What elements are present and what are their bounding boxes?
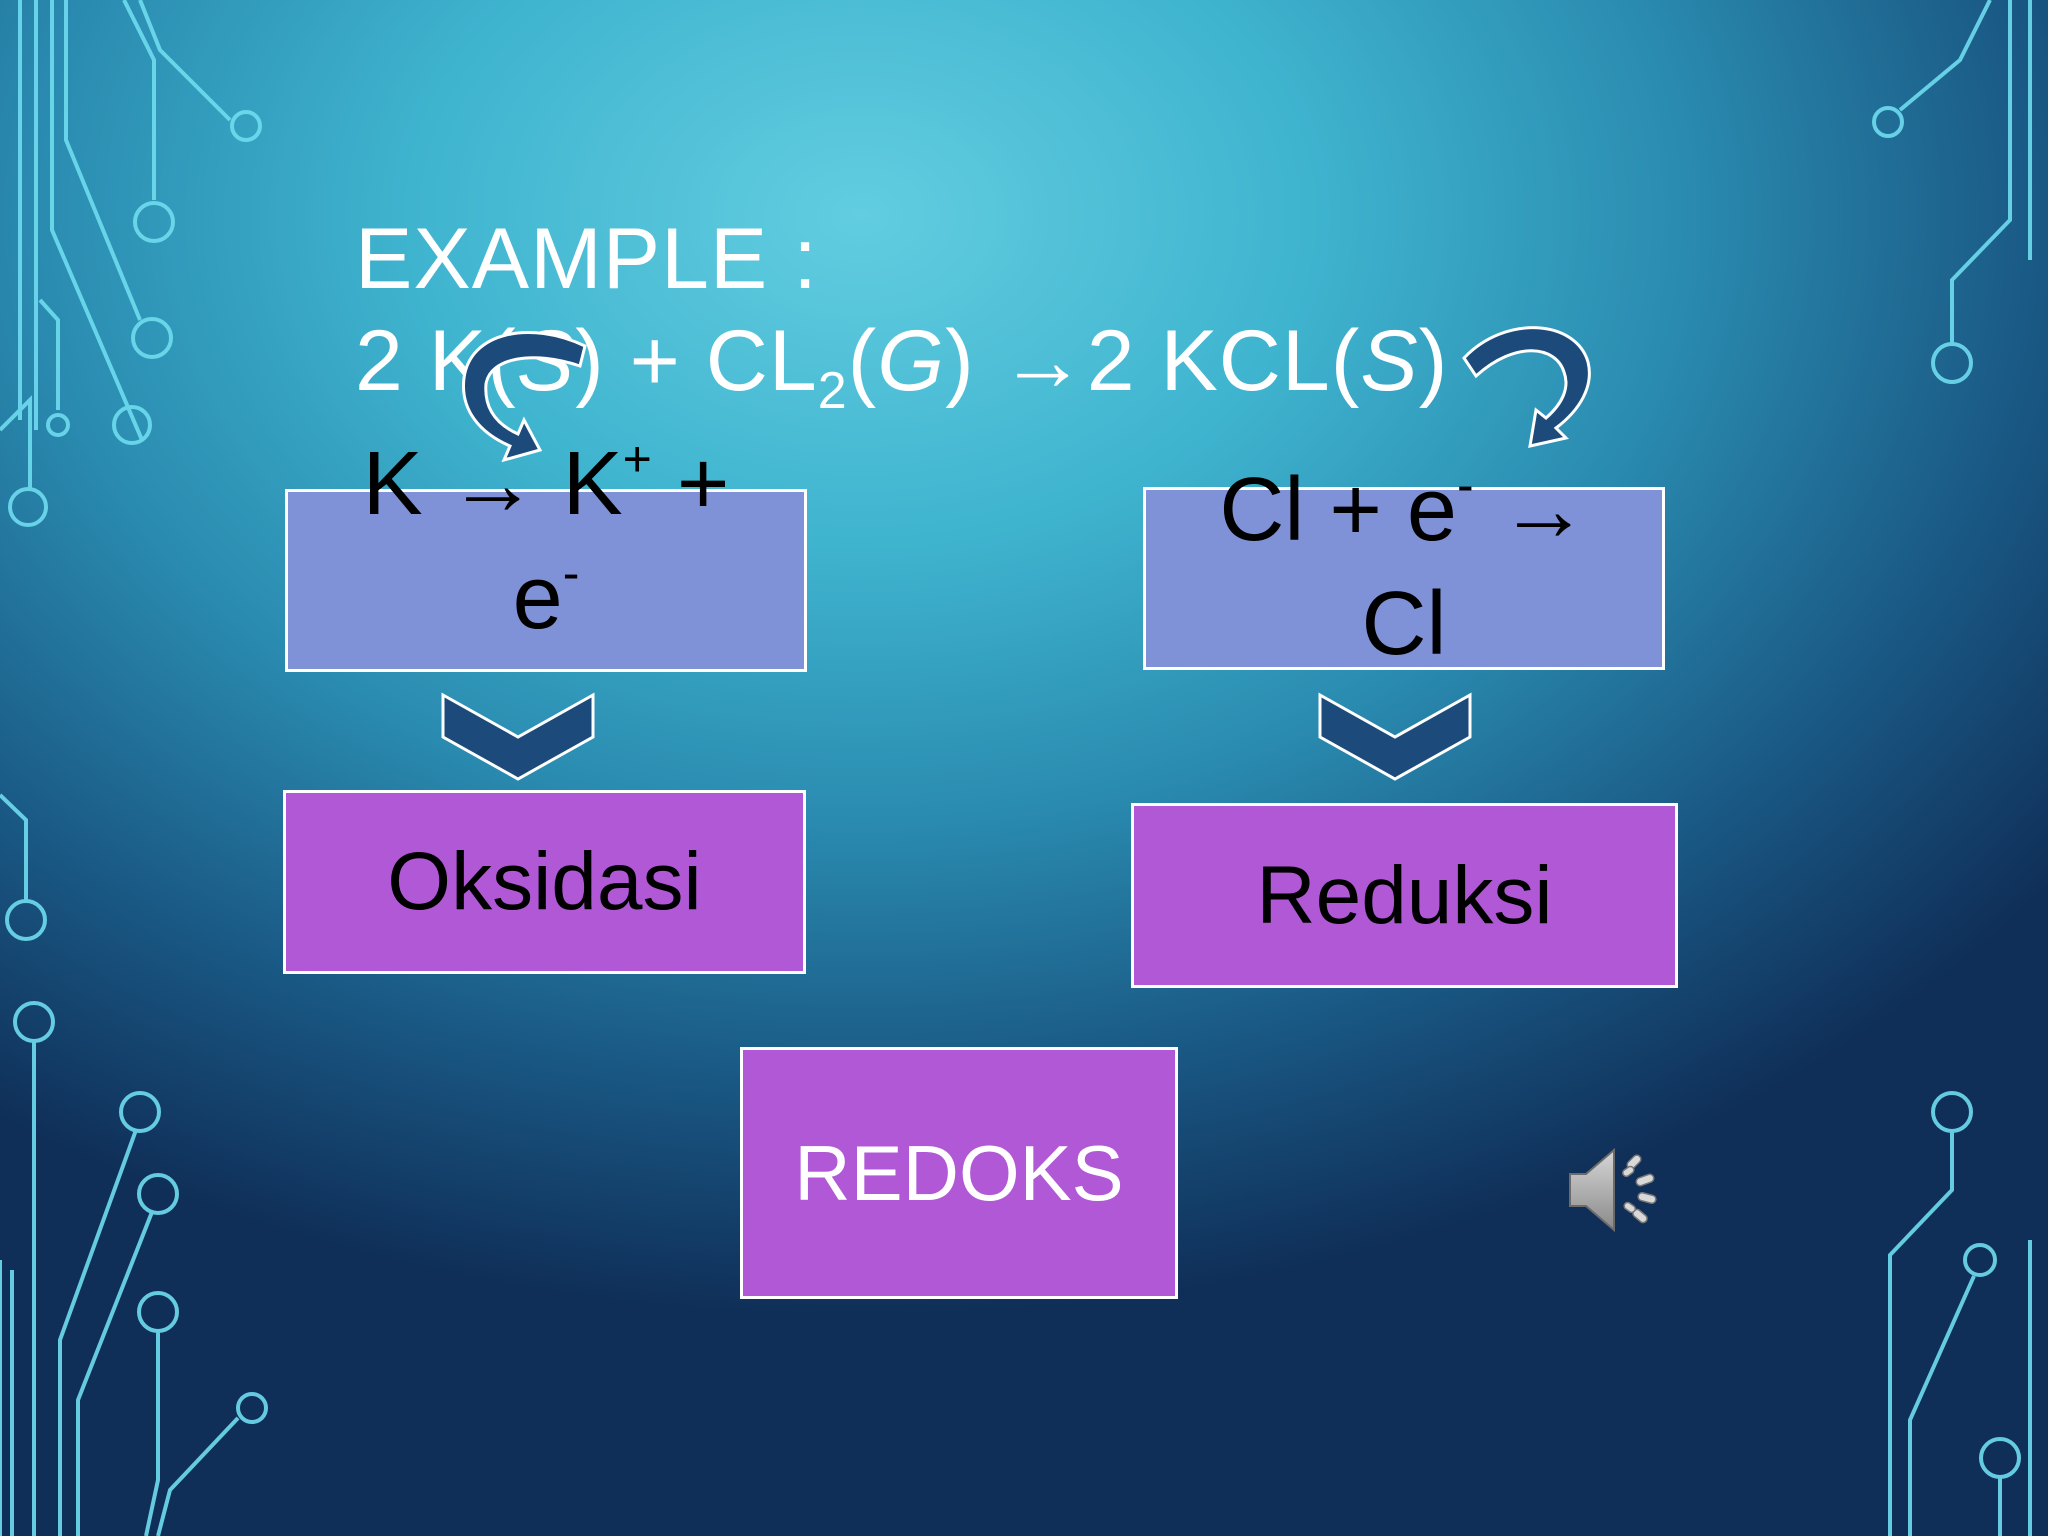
redox-label-box[interactable]: REDOKS [740, 1047, 1178, 1299]
curved-arrow-icon [1462, 326, 1591, 448]
oxidation-label-box[interactable]: Oksidasi [283, 790, 806, 974]
redox-label: REDOKS [794, 1128, 1124, 1217]
speaker-icon[interactable] [1562, 1140, 1672, 1240]
arrow-symbol: → [1473, 459, 1589, 560]
slide-title: EXAMPLE : 2 K(S) + CL2(G) →2 KCL(S) [355, 208, 1449, 420]
curved-arrow-icon [462, 331, 587, 463]
oxidation-equation-box[interactable]: K → K+ + e- [285, 434, 807, 672]
chevron-down-icon [441, 692, 595, 781]
reaction-arrow: → [999, 313, 1087, 409]
reduction-label: Reduksi [1256, 849, 1553, 941]
title-equation: 2 K(S) + CL2(G) →2 KCL(S) [355, 313, 1449, 420]
title-heading: EXAMPLE : [355, 211, 819, 307]
reduction-equation-box[interactable]: Cl + e- → Cl [1143, 460, 1665, 674]
reduction-label-box[interactable]: Reduksi [1131, 803, 1678, 988]
oxidation-label: Oksidasi [387, 836, 702, 927]
chevron-down-icon [1318, 692, 1472, 781]
